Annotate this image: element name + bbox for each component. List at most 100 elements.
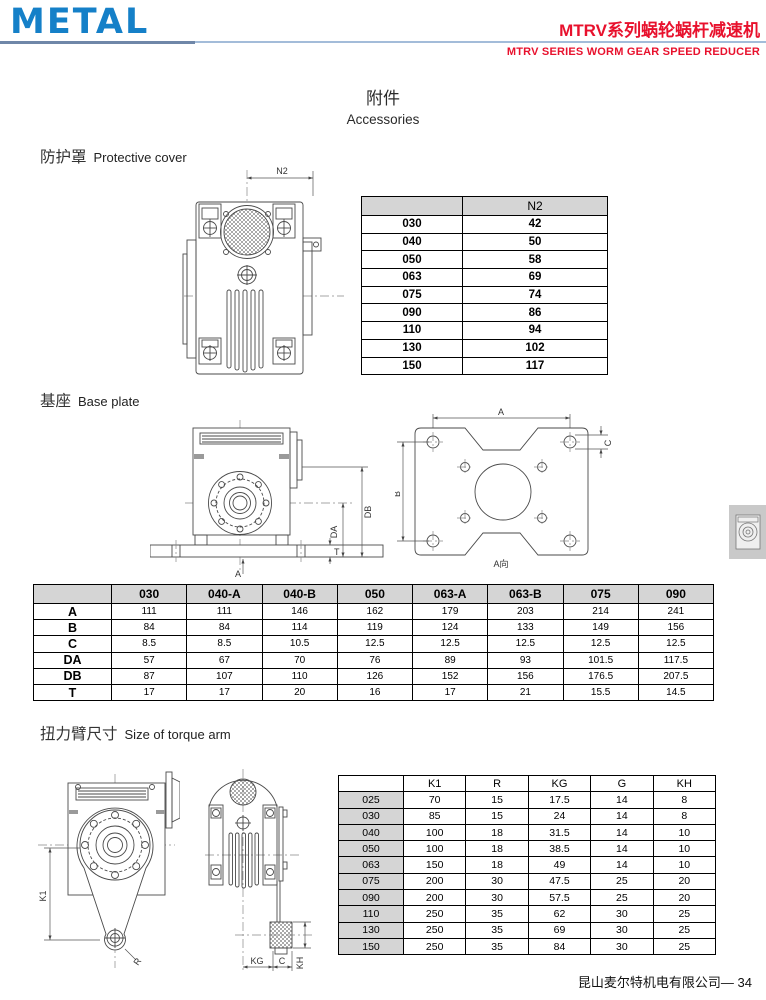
page-title-cn: 附件 — [366, 89, 400, 108]
table-cell: 12.5 — [487, 635, 564, 653]
row-header: B — [33, 619, 112, 637]
section-torque-arm-cn: 扭力臂尺寸 — [40, 726, 118, 743]
column-header — [361, 196, 463, 216]
table-cell: 49 — [527, 856, 592, 874]
table-cell: 25 — [590, 872, 654, 891]
table-cell: 12.5 — [562, 635, 639, 653]
brand-logo: METAL — [10, 2, 150, 42]
column-header — [338, 774, 404, 793]
row-header: T — [33, 683, 112, 702]
table-cell: 8 — [652, 807, 717, 825]
table-cell: 8 — [652, 791, 717, 809]
dim-a-label: A — [498, 408, 504, 417]
table-cell: 100 — [402, 823, 467, 842]
table-cell: 10 — [652, 840, 717, 858]
column-header: 075 — [562, 584, 639, 604]
table-cell: 74 — [462, 285, 608, 305]
bolt-circle-ring — [81, 811, 149, 879]
table-cell: 102 — [462, 338, 608, 358]
column-header — [33, 584, 112, 604]
table-cell: 111 — [110, 602, 188, 621]
table-cell: 17 — [411, 683, 489, 702]
table-cell: 133 — [487, 619, 564, 637]
row-header: 050 — [338, 840, 404, 858]
table-cell: 18 — [465, 823, 529, 842]
table-cell: 16 — [336, 683, 414, 702]
mesh-circle — [229, 778, 257, 806]
table-cell: 15 — [465, 807, 529, 825]
dim-r-label: R — [131, 956, 143, 967]
view-a-label: A向 — [493, 558, 508, 569]
section-protective-cover-cn: 防护罩 — [40, 149, 87, 166]
table-cell: 146 — [261, 602, 338, 621]
table-cell: 15.5 — [562, 683, 639, 702]
table-cell: 200 — [402, 889, 467, 907]
table-cell: 69 — [527, 921, 592, 939]
series-title-en: MTRV SERIES WORM GEAR SPEED REDUCER — [506, 46, 760, 58]
table-cell: 30 — [465, 889, 529, 907]
table-cell: 30 — [590, 937, 654, 956]
table-cell: 58 — [462, 250, 608, 270]
row-header: 040 — [338, 823, 404, 842]
table-cell: 21 — [487, 683, 564, 702]
row-header: 090 — [361, 303, 463, 323]
table-cell: 20 — [652, 889, 717, 907]
table-cell: 17 — [110, 683, 188, 702]
row-header: 150 — [338, 937, 404, 956]
row-header: 130 — [338, 921, 404, 939]
dim-a-label: A — [235, 569, 241, 579]
table-cell: 84 — [110, 619, 188, 637]
table-cell: 20 — [652, 872, 717, 891]
table-cell: 101.5 — [562, 651, 639, 669]
table-cell: 14.5 — [637, 683, 715, 702]
table-cell: 14 — [590, 840, 654, 858]
table-cell: 162 — [336, 602, 414, 621]
table-cell: 35 — [465, 921, 529, 939]
table-cell: 70 — [402, 791, 467, 809]
table-cell: 35 — [465, 937, 529, 956]
table-cell: 25 — [652, 937, 717, 956]
table-cell: 76 — [336, 651, 414, 669]
row-header: C — [33, 635, 112, 653]
torque-arm-front-drawing: K1 R — [38, 771, 180, 968]
table-cell: 10 — [652, 856, 717, 874]
table-cell: 57 — [110, 651, 188, 669]
table-cell: 10 — [652, 823, 717, 842]
table-cell: 25 — [590, 889, 654, 907]
row-header: 110 — [361, 321, 463, 340]
table-cell: 119 — [336, 619, 414, 637]
base-plate-plan-drawing: A B C A向 — [395, 408, 613, 569]
thumbnail-reducer-sketch — [735, 514, 761, 550]
table-cell: 87 — [110, 667, 188, 685]
table-cell: 15 — [465, 791, 529, 809]
table-cell: 100 — [402, 840, 467, 858]
dim-k1-label: K1 — [38, 890, 48, 901]
column-header: N2 — [462, 196, 608, 216]
column-header: G — [590, 774, 654, 793]
table-cell: 203 — [487, 602, 564, 621]
column-header: KG — [527, 774, 592, 793]
row-header: 025 — [338, 791, 404, 809]
table-cell: 62 — [527, 905, 592, 923]
dim-db-label: DB — [363, 506, 373, 519]
table-cell: 17.5 — [527, 791, 592, 809]
dim-t-label: T — [334, 547, 340, 557]
table-cell: 124 — [411, 619, 489, 637]
row-header: 090 — [338, 889, 404, 907]
table-cell: 156 — [637, 619, 715, 637]
